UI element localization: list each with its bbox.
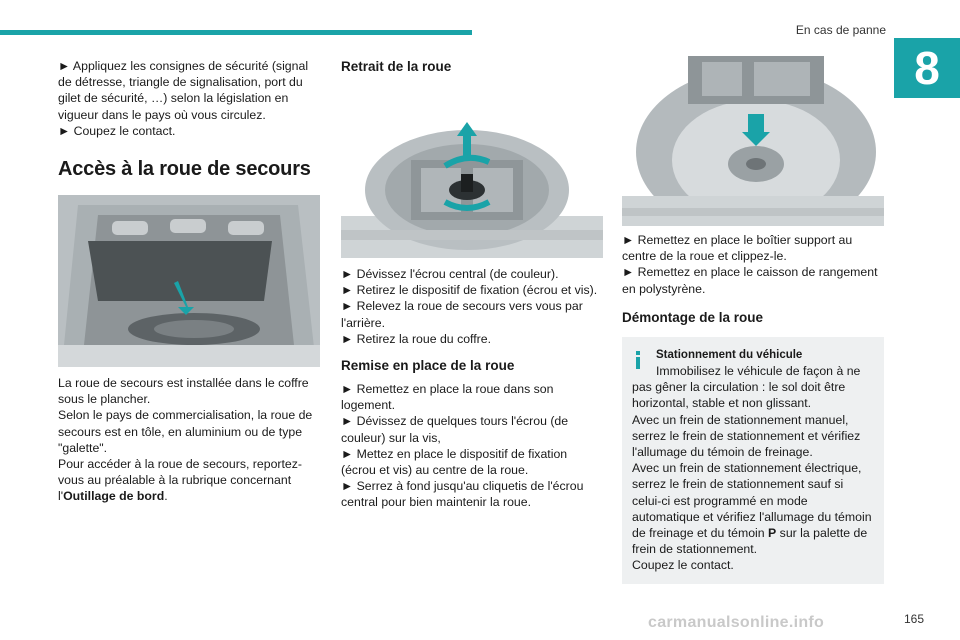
instruction-line: ► Relevez la roue de secours vers vous p… — [341, 299, 583, 330]
trunk-drawing — [58, 195, 320, 368]
instruction-line: ► Remettez en place le boîtier support a… — [622, 233, 853, 264]
chapter-badge: 8 — [894, 38, 960, 98]
note-text-end: sur la palette de frein de stationnement… — [632, 526, 868, 557]
instruction-line: ► Retirez le dispositif de fixation (écr… — [341, 283, 598, 298]
column-1: ► Appliquez les consignes de sécurité (s… — [58, 58, 320, 505]
section-heading: Accès à la roue de secours — [58, 158, 311, 181]
instruction-line: ► Remettez en place le caisson de rangem… — [622, 265, 878, 296]
instruction-line: ► Appliquez les consignes de sécurité (s… — [58, 59, 309, 122]
page-number: 165 — [903, 612, 924, 626]
note-text-part: Avec un frein de stationnement électriqu… — [632, 461, 872, 541]
instruction-line: ► Coupez le contact. — [58, 123, 176, 138]
column-2: Retrait de la roue ► Dévissez l'écrou ce… — [341, 58, 603, 511]
wheel-removal-illustration — [341, 90, 603, 258]
body-text-part: Pour accéder à la roue de secours, repor… — [58, 457, 303, 504]
note-title: Stationnement du véhicule — [656, 348, 803, 361]
instruction-line: ► Dévissez de quelques tours l'écrou (de… — [341, 414, 569, 445]
trunk-illustration — [58, 195, 320, 368]
wheel-refit-illustration — [622, 56, 884, 226]
note-text: Coupez le contact. — [632, 558, 734, 573]
cross-reference-link[interactable]: Outillage de bord — [63, 489, 165, 504]
note-text: Avec un frein de stationnement électriqu… — [632, 460, 874, 557]
wheel-refit-drawing — [622, 56, 884, 226]
instruction-line: ► Retirez la roue du coffre. — [341, 331, 492, 346]
body-text: Pour accéder à la roue de secours, repor… — [58, 456, 320, 505]
subsection-heading: Remise en place de la roue — [341, 358, 515, 374]
instruction-line: ► Mettez en place le dispositif de fixat… — [341, 446, 568, 478]
instruction-line: ► Serrez à fond jusqu'au cliquetis de l'… — [341, 479, 584, 510]
body-text: Selon le pays de commercialisation, la r… — [58, 408, 313, 455]
header-accent-bar — [0, 30, 472, 35]
warning-lamp-letter: P — [768, 526, 777, 541]
section-title: En cas de panne — [795, 23, 886, 37]
column-3: ► Remettez en place le boîtier support a… — [622, 56, 884, 584]
body-text-end: . — [164, 489, 168, 504]
watermark: carmanualsonline.info — [648, 614, 825, 631]
instruction-line: ► Dévissez l'écrou central (de couleur). — [341, 267, 559, 281]
body-text: La roue de secours est installée dans le… — [58, 376, 309, 407]
instruction-line: ► Remettez en place la roue dans son log… — [341, 382, 554, 413]
wheel-removal-drawing — [341, 122, 603, 258]
info-icon — [636, 350, 640, 369]
subsection-heading: Retrait de la roue — [341, 59, 452, 74]
subsection-heading: Démontage de la roue — [622, 309, 764, 325]
note-text: Immobilisez le véhicule de façon à ne pa… — [632, 364, 861, 411]
note-text: Avec un frein de stationnement manuel, s… — [632, 412, 861, 460]
info-note: Stationnement du véhicule Immobilisez le… — [622, 336, 884, 584]
